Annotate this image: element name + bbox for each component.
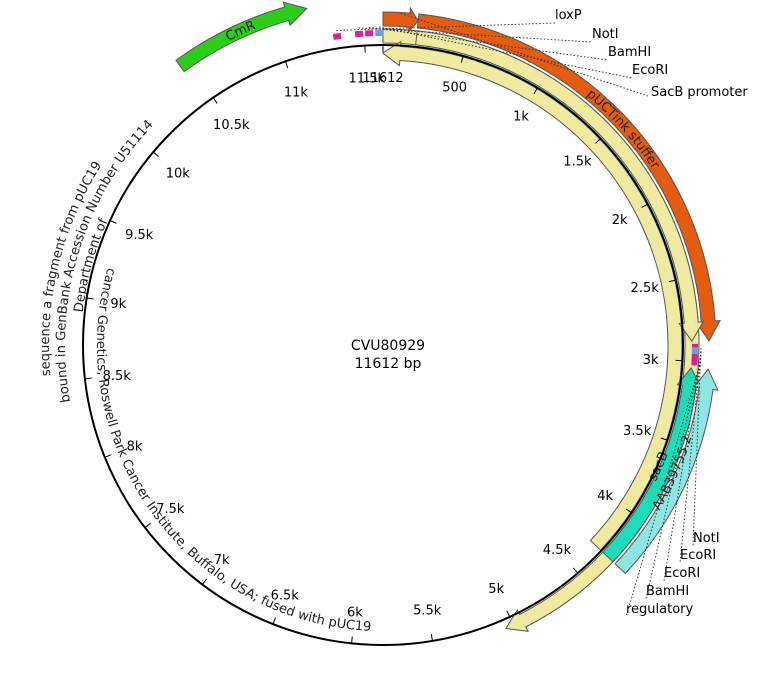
tick-label-11-5k: 11.5k [349,71,386,86]
tick-label-1k: 1k [513,109,529,124]
tick-3-5k [660,437,668,441]
tick-9-5k [109,220,117,224]
tick-label-5k: 5k [488,582,504,597]
site-marker-ecori-top [375,29,384,37]
tick-label-3k: 3k [643,353,659,368]
site-leader-regulatory [625,361,702,618]
tick-label-11k: 11k [284,86,309,101]
tick-500 [460,55,464,63]
site-leader-noti-bottom [692,347,702,547]
feature-source-inner [381,40,683,551]
tick-label-6k: 6k [347,606,363,621]
tick-label-2-5k: 2.5k [631,281,660,296]
tick-label-3-5k: 3.5k [623,424,652,439]
tick-label-9k: 9k [110,297,126,312]
site-label-ecori-bottom-1: EcoRI [680,548,716,563]
tick-label-4k: 4k [597,489,613,504]
tick-label-7-5k: 7.5k [156,502,185,517]
site-label-bamhi-bottom: BamHI [646,584,689,599]
tick-5k [506,610,511,618]
feature-aab39755-2 [614,368,719,575]
sacb-promoter-leader [400,13,649,97]
site-marker-bamhi-top [365,30,374,37]
tick-label-10k: 10k [166,167,191,182]
site-label-loxp: loxP [555,8,582,23]
tick-label-11612: 11612 [362,71,403,86]
site-label-noti-bottom: NotI [693,531,720,546]
site-leader-bamhi-bottom [645,358,702,600]
site-label-ecori-bottom-2: EcoRI [664,566,700,581]
site-label-regulatory: regulatory [626,602,694,617]
tick-1-5k [595,138,601,144]
site-label-bamhi-top: BamHI [608,45,651,60]
sites-layer: loxP NotI BamHI EcoRI NotI EcoRI EcoRI BamHI reg… [332,8,748,618]
tick-label-9-5k: 9.5k [125,228,154,243]
tick-1k [533,87,538,95]
tick-9k [86,297,94,300]
tick-4-5k [572,567,579,574]
site-leader-ecori-top [379,26,633,79]
site-marker-loxp [332,32,342,40]
feature-sacb-promoter [382,6,419,34]
tick-7k [201,578,207,585]
site-marker-regulatory [691,357,698,366]
feature-sacb [602,366,702,563]
tick-11k [284,61,289,69]
site-label-ecori-top: EcoRI [632,63,668,78]
tick-2-5k [668,279,677,283]
site-label-noti-top: NotI [592,27,619,42]
tick-6-5k [272,617,277,625]
tick-label-500: 500 [442,81,467,96]
feature-puctink-stuffer [416,13,721,342]
features-layer: bound in GenBank Accession Number U51114… [38,1,721,635]
tick-label-7k: 7k [214,553,230,568]
tick-label-10-5k: 10.5k [213,118,250,133]
tick-label-6-5k: 6.5k [271,588,300,603]
tick-7-5k [144,522,151,528]
plasmid-length: 11612 bp [355,356,422,372]
tick-label-1-5k: 1.5k [563,155,592,170]
tick-6k [351,636,353,644]
tick-10-5k [212,97,218,104]
tick-10k [152,151,159,157]
feature-inner-right [415,30,705,343]
tick-4k [625,508,632,514]
tick-label-2k: 2k [612,213,628,228]
tick-label-8-5k: 8.5k [103,369,132,384]
feature-cmr [175,1,308,73]
tick-8-5k [84,377,92,380]
plasmid-name: CVU80929 [351,338,425,354]
ticks-layer: 500 1k 1.5k 2k 2.5k 3k 3.5k 4k 4.5k 5k 5.5k 6k 6.5k 7… [84,45,683,644]
tick-label-5-5k: 5.5k [413,603,442,618]
site-leader-ecori-bottom-1 [679,351,702,564]
site-marker-noti-top [354,30,364,38]
feature-label-cmr: CmR [223,18,257,44]
tick-5-5k [430,633,433,641]
tick-2k [641,203,649,208]
sacb-promoter-label: SacB promoter [651,85,748,100]
tick-label-8k: 8k [127,439,143,454]
tick-8k [104,454,112,458]
tick-label-4-5k: 4.5k [543,543,572,558]
